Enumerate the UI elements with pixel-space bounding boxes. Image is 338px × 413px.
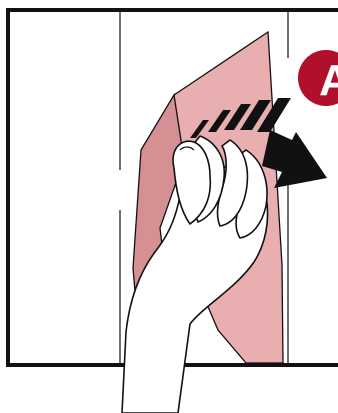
step-badge-letter: A <box>319 56 338 105</box>
step-badge: A <box>298 50 338 106</box>
